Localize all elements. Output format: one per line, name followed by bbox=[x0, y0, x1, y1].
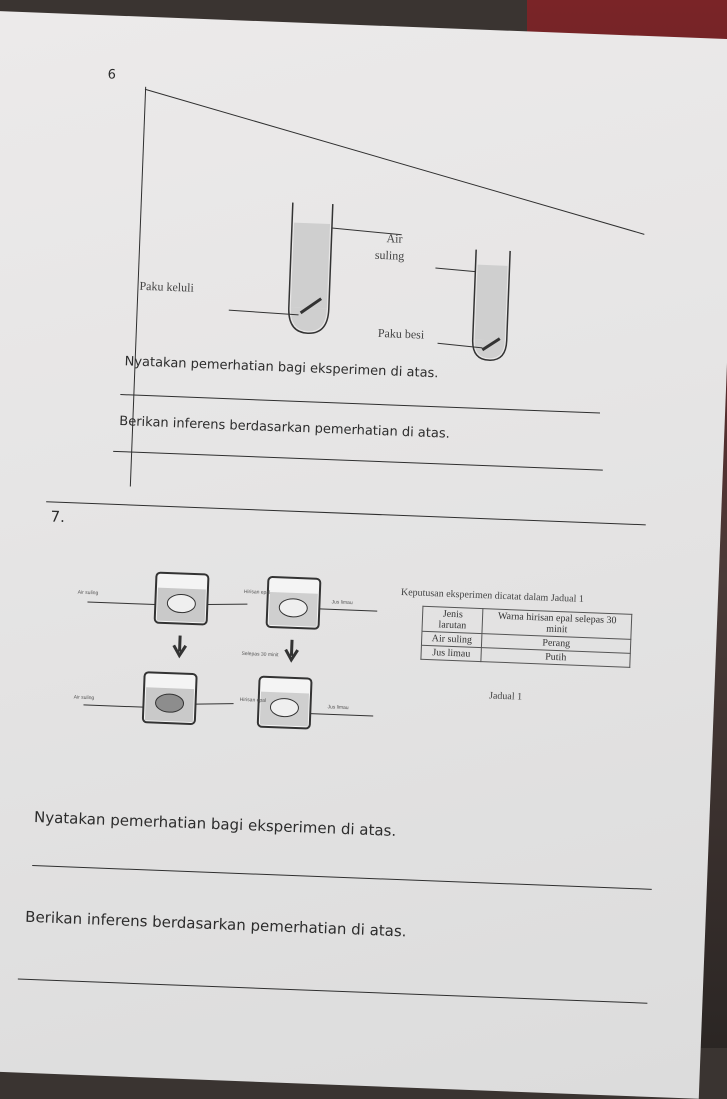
test-tube-diagram bbox=[228, 202, 511, 361]
table-title: Keputusan eksperimen dicatat dalam Jadua… bbox=[400, 586, 585, 605]
label-hirisan-epal-small-2: Hirisan epal bbox=[239, 696, 267, 704]
worksheet-paper: 6 Air suling Paku keluli Pak bbox=[0, 10, 727, 1099]
answer-line bbox=[17, 978, 648, 1004]
question-6-number: 6 bbox=[107, 67, 117, 83]
label-paku-besi: Paku besi bbox=[377, 325, 425, 342]
answer-line bbox=[120, 394, 601, 414]
beaker-after-air-suling bbox=[141, 671, 198, 726]
table-header-cell: Jenis larutan bbox=[421, 606, 484, 634]
answer-line bbox=[32, 865, 652, 890]
label-hirisan-epal-small: Hirisan epal bbox=[243, 588, 271, 596]
label-paku-keluli: Paku keluli bbox=[139, 278, 195, 295]
beaker-diagram bbox=[83, 571, 378, 730]
beaker-before-jus-limau bbox=[265, 576, 322, 630]
beaker-after-jus-limau bbox=[256, 675, 313, 730]
question-7-number: 7. bbox=[50, 507, 66, 527]
label-air-suling-small: Air suling bbox=[77, 589, 99, 597]
beaker-before-air-suling bbox=[153, 571, 210, 626]
label-jus-limau-small: Jus limau bbox=[331, 599, 353, 607]
table-cell: Jus limau bbox=[420, 645, 482, 662]
label-air-suling-small-2: Air suling bbox=[73, 694, 95, 702]
question-7-inference-prompt: Berikan inferens berdasarkan pemerhatian… bbox=[24, 907, 407, 941]
answer-line bbox=[113, 450, 603, 471]
label-air: Air bbox=[386, 231, 403, 246]
results-table: Jenis larutan Warna hirisan epal selepas… bbox=[420, 606, 632, 668]
question-7-statement-prompt: Nyatakan pemerhatian bagi eksperimen di … bbox=[33, 808, 397, 840]
label-jus-limau-small-2: Jus limau bbox=[327, 704, 349, 712]
question-6-inference-prompt: Berikan inferens berdasarkan pemerhatian… bbox=[119, 414, 451, 442]
section-divider bbox=[46, 501, 646, 526]
test-tube-2 bbox=[435, 249, 511, 361]
test-tube-1 bbox=[288, 202, 402, 334]
table-caption: Jadual 1 bbox=[488, 690, 523, 703]
label-suling: suling bbox=[374, 247, 405, 263]
